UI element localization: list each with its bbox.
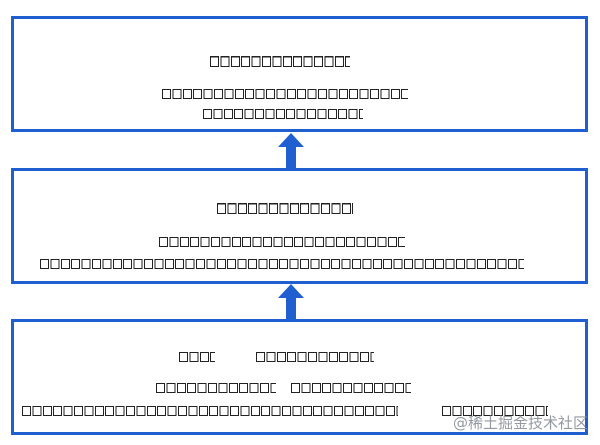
box-top-line-2-glyphs (203, 109, 363, 119)
box-bottom-line-1-glyphs-b (291, 383, 411, 393)
box-bottom-line-2-glyphs-b (442, 406, 548, 416)
box-bottom-heading-glyphs-b (256, 352, 374, 362)
diagram-box-middle (11, 168, 588, 284)
box-bottom-heading-glyphs-a (179, 352, 215, 362)
box-middle-heading-glyphs (217, 203, 353, 214)
diagram-box-bottom (11, 319, 588, 435)
box-bottom-line-2-glyphs-a (22, 406, 398, 416)
arrow-up-icon (278, 284, 304, 320)
box-middle-line-2-glyphs (40, 259, 524, 269)
box-top-line-1-glyphs (162, 89, 408, 99)
arrow-up-icon (278, 133, 304, 169)
box-middle-line-1-glyphs (159, 237, 405, 247)
box-bottom-line-1-glyphs-a (156, 383, 276, 393)
watermark: @稀土掘金技术社区 (452, 414, 588, 432)
box-top-heading-glyphs (210, 56, 350, 67)
diagram-box-top (11, 16, 588, 132)
